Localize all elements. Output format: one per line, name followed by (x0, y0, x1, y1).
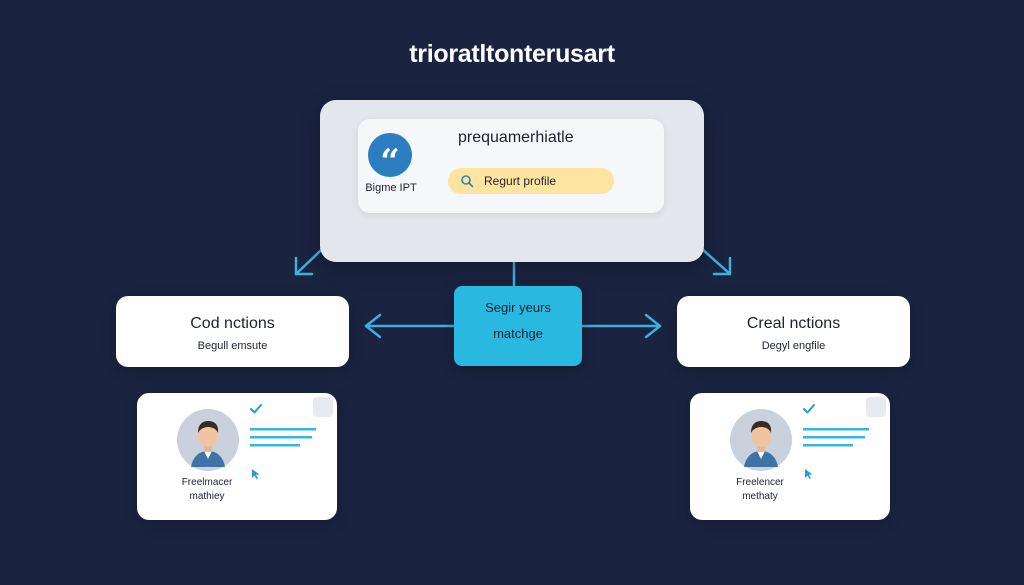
right-profile-line-2: methaty (742, 491, 778, 502)
arrowhead-right-diagonal (712, 256, 732, 276)
search-icon (461, 175, 474, 188)
center-line-1: Segir yeurs (485, 300, 551, 315)
left-profile-line-1: Freelmacer (181, 477, 233, 488)
cursor-icon (252, 469, 260, 479)
right-card-title: Creal nctions (746, 315, 841, 332)
right-profile-card: Freelencer methaty (690, 393, 890, 520)
diagram-title: trioratltonterusart (409, 40, 615, 68)
center-line-2: matchge (493, 326, 543, 341)
search-pill[interactable]: Regurt profile (448, 168, 614, 194)
profile-detail-bars (803, 428, 869, 447)
app-name: Bigme IPT (365, 182, 417, 194)
avatar-icon (177, 409, 239, 471)
left-card-subtitle: Begull emsute (197, 340, 268, 352)
profile-detail-bars (250, 428, 316, 447)
cursor-icon (805, 469, 813, 479)
right-profile-line-1: Freelencer (736, 477, 784, 488)
avatar-icon (730, 409, 792, 471)
corner-tag (866, 397, 886, 417)
left-card: Cod nctions Begull emsute (116, 296, 349, 367)
check-icon (803, 404, 815, 414)
arrowhead-left (364, 313, 382, 339)
search-label: Regurt profile (484, 174, 557, 188)
right-card: Creal nctions Degyl engfile (677, 296, 910, 367)
quote-icon: “ (368, 133, 412, 182)
check-icon (250, 404, 262, 414)
left-card-title: Cod nctions (190, 315, 275, 332)
left-profile-card: Freelmacer mathiey (137, 393, 337, 520)
right-card-subtitle: Degyl engfile (761, 340, 826, 352)
corner-tag (313, 397, 333, 417)
app-heading: prequamerhiatle (458, 129, 574, 146)
arrowhead-left-diagonal (294, 256, 314, 276)
arrowhead-right (644, 313, 662, 339)
left-profile-line-2: mathiey (189, 491, 225, 502)
center-match-box: Segir yeurs matchge (454, 286, 582, 366)
